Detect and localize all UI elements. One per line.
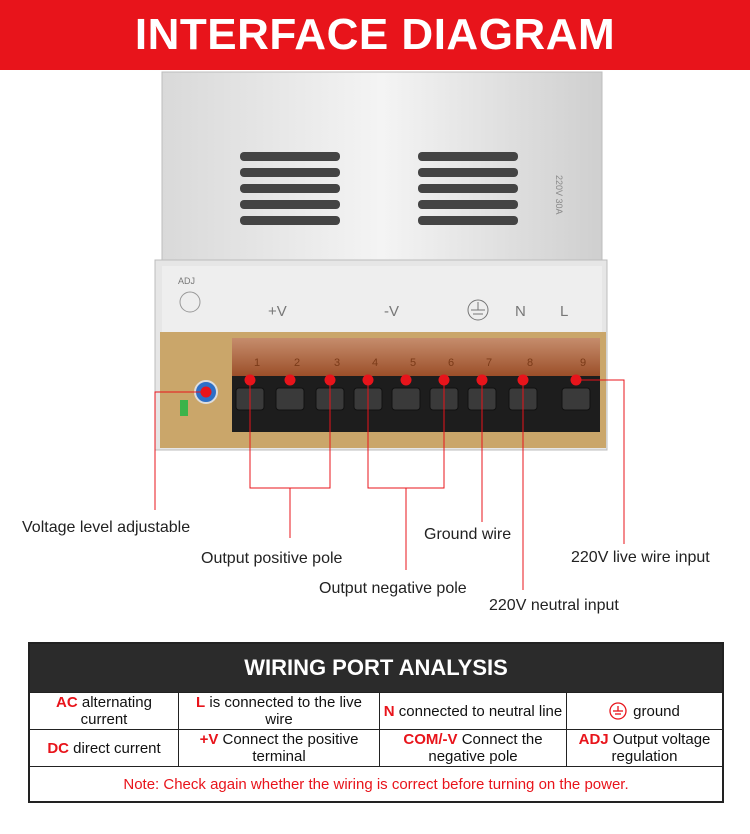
ground-icon [609, 702, 627, 720]
callout-output-positive: Output positive pole [201, 550, 343, 567]
terminal-marker-dot [284, 374, 296, 386]
case-top [161, 71, 603, 265]
cell-plus-v: +V Connect the positive terminal [178, 730, 379, 766]
cell-ac: AC alternating current [56, 694, 152, 728]
power-led [180, 400, 188, 416]
terminal-marker-dot [324, 374, 336, 386]
cell-ground: ground [566, 693, 722, 729]
terminal-marker-dot [400, 374, 412, 386]
terminal-number: 9 [580, 357, 586, 369]
adj-label: ADJ [178, 276, 195, 286]
cell-com-v: COM/-V Connect the negative pole [379, 730, 566, 766]
cell-adj: ADJ Output voltage regulation [566, 730, 722, 766]
terminal-number: 7 [486, 357, 492, 369]
terminal-number: 2 [294, 357, 300, 369]
cell-n: N connected to neutral line [379, 693, 566, 729]
cell-l: L is connected to the live wire [178, 693, 379, 729]
page-title-banner: INTERFACE DIAGRAM [0, 0, 750, 70]
line-live [576, 379, 625, 544]
terminal-number: 8 [527, 357, 533, 369]
terminal-marker-dot [476, 374, 488, 386]
line-voltage-adjust [154, 391, 206, 510]
case-front-panel [162, 266, 602, 332]
terminal-labels: +V -V N L [268, 303, 568, 320]
terminal-number: 6 [448, 357, 454, 369]
table-row: AC alternating current L is connected to… [30, 692, 722, 729]
cell-dc: DC direct current [47, 739, 161, 757]
table-title: WIRING PORT ANALYSIS [30, 644, 722, 692]
page-title: INTERFACE DIAGRAM [134, 10, 616, 59]
terminal-number: 3 [334, 357, 340, 369]
vent-left [240, 152, 340, 225]
ground-symbol-icon [467, 299, 489, 321]
adjust-marker-dot [200, 386, 212, 398]
callout-live-input: 220V live wire input [571, 549, 710, 566]
callout-lines [154, 379, 625, 590]
terminal-number: 4 [372, 357, 378, 369]
terminal-cover [232, 338, 600, 376]
terminal-marker-dot [570, 374, 582, 386]
terminal-number: 5 [410, 357, 416, 369]
terminal-marker-dot [517, 374, 529, 386]
terminal-screw [391, 387, 421, 411]
terminal-screw [275, 387, 305, 411]
terminal-marker-dot [362, 374, 374, 386]
terminal-number: 1 [254, 357, 260, 369]
callout-output-negative: Output negative pole [319, 580, 467, 597]
callout-ground-wire: Ground wire [424, 526, 512, 543]
label-l: L [560, 303, 568, 320]
wiring-port-table: WIRING PORT ANALYSIS AC alternating curr… [28, 642, 724, 803]
terminal-dots [200, 374, 582, 398]
terminal-marker-dot [244, 374, 256, 386]
callout-neutral-input: 220V neutral input [489, 597, 619, 614]
vent-right [418, 152, 518, 225]
label-n: N [515, 303, 526, 320]
side-text: 220V 30A [554, 175, 564, 215]
table-row: DC direct current +V Connect the positiv… [30, 729, 722, 766]
wiring-note: Note: Check again whether the wiring is … [30, 766, 722, 801]
terminal-screw [561, 387, 591, 411]
label-plus-v-1: +V [268, 303, 287, 320]
terminal-marker-dot [438, 374, 450, 386]
adj-dial-icon [179, 291, 201, 313]
callout-voltage-adjust: Voltage level adjustable [22, 519, 191, 536]
label-minus-v: -V [384, 303, 399, 320]
power-supply-diagram: 220V 30A ADJ +V -V N L 1 2 3 4 5 6 7 8 9 [154, 71, 625, 590]
